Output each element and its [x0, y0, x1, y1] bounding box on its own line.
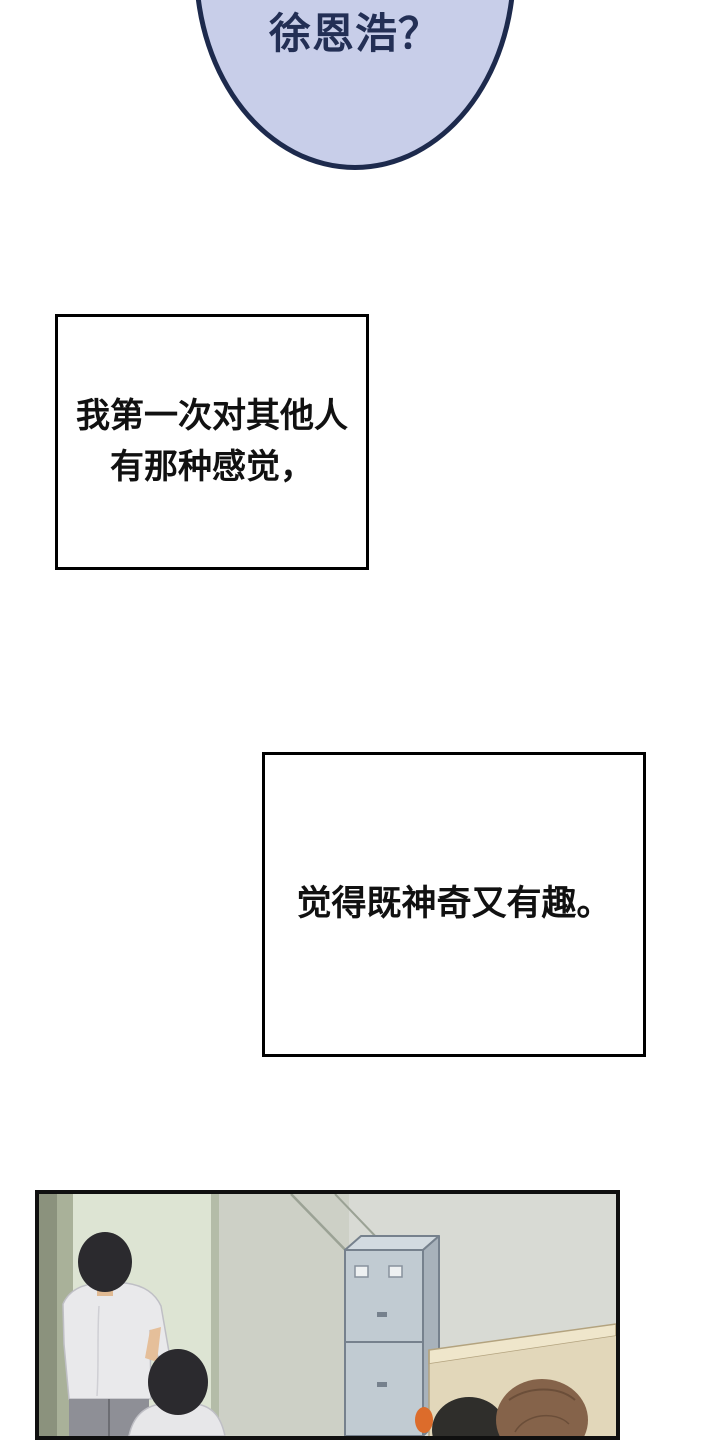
caption-2-line-1: 觉得既神奇又有趣。 [296, 884, 612, 924]
caption-1-line-1: 我第一次对其他人 [76, 397, 348, 435]
black-hair-head [432, 1397, 506, 1436]
caption-box-2: 觉得既神奇又有趣。 [262, 752, 646, 1057]
student-back-figure [62, 1232, 170, 1436]
caption-1-line-2: 有那种感觉， [110, 448, 314, 486]
foreground-heads [432, 1379, 588, 1436]
caption-box-1: 我第一次对其他人 有那种感觉， [55, 314, 369, 570]
panel-illustration [39, 1194, 616, 1436]
speech-bubble-text: 徐恩浩？ [268, 10, 441, 57]
orange-object [415, 1407, 433, 1433]
student-side-figure [128, 1349, 226, 1436]
filing-cabinet [344, 1235, 440, 1436]
illustration-panel [35, 1190, 620, 1440]
